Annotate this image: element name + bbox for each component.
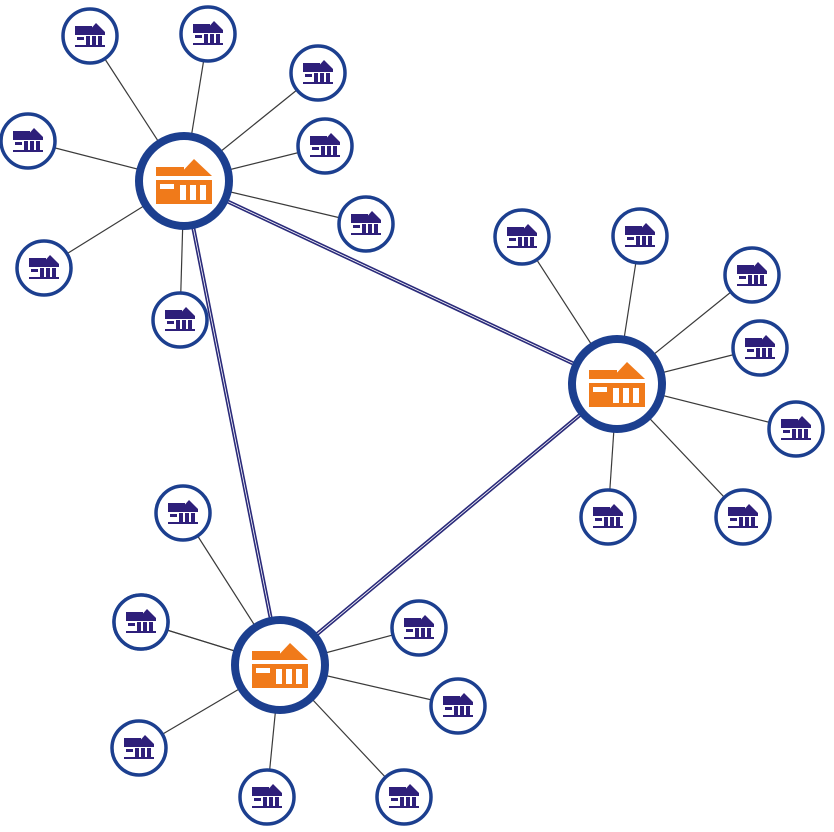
hub-nodes — [135, 132, 666, 714]
spoke-node — [154, 484, 212, 542]
hub-right — [568, 335, 666, 433]
spoke-node — [390, 599, 448, 657]
spoke-node — [0, 112, 57, 170]
spoke-node — [493, 208, 551, 266]
hub-link — [183, 179, 618, 386]
spoke-node — [375, 768, 433, 826]
hub-link — [278, 382, 619, 667]
spoke-node — [110, 719, 168, 777]
spoke-node — [289, 44, 347, 102]
hub-link — [182, 180, 282, 666]
spoke-node — [723, 246, 781, 304]
spoke-node — [238, 768, 296, 826]
spoke-node — [429, 677, 487, 735]
spoke-lines — [27, 33, 797, 798]
spoke-node — [731, 319, 789, 377]
hub-top-left — [135, 132, 233, 230]
spoke-node — [611, 207, 669, 265]
spoke-node — [61, 7, 119, 65]
spoke-nodes — [0, 5, 825, 826]
spoke-node — [337, 195, 395, 253]
spoke-node — [579, 488, 637, 546]
spoke-node — [112, 593, 170, 651]
spoke-node — [179, 5, 237, 63]
hub-links — [182, 179, 619, 667]
spoke-node — [296, 117, 354, 175]
spoke-node — [151, 291, 209, 349]
spoke-node — [15, 239, 73, 297]
hub-bottom — [231, 616, 329, 714]
spoke-node — [767, 400, 825, 458]
spoke-node — [714, 488, 772, 546]
